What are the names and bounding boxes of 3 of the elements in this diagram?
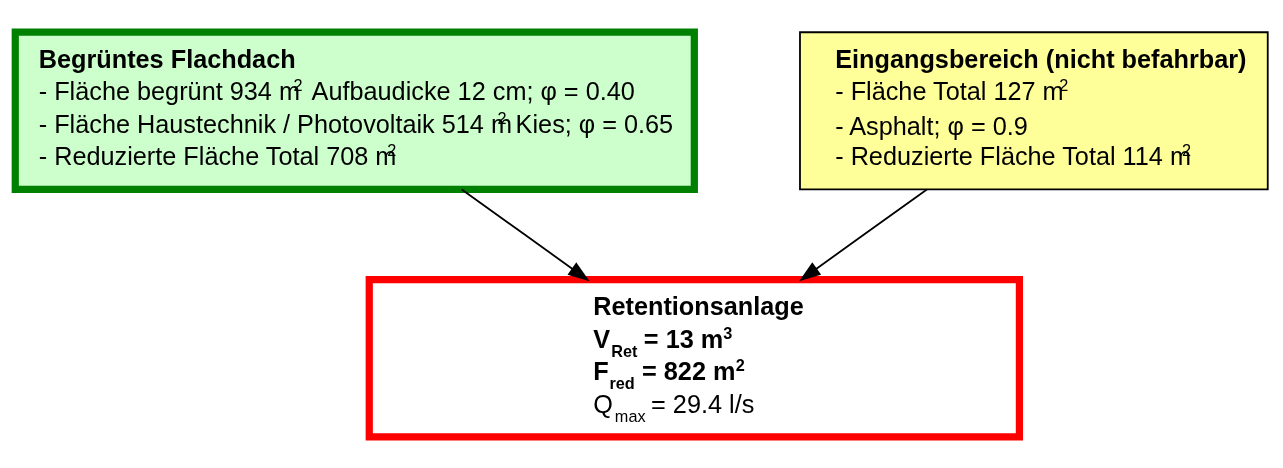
node-box: Retentionsanlage V$_{Ret}$ = 13 m$^{3}$ F$_{red}$ = 822 m$^{2}$ Q$_{max}$ = 29.4 l/s: [365, 275, 1023, 440]
arrow: [460, 188, 590, 281]
arrow: [799, 188, 928, 281]
